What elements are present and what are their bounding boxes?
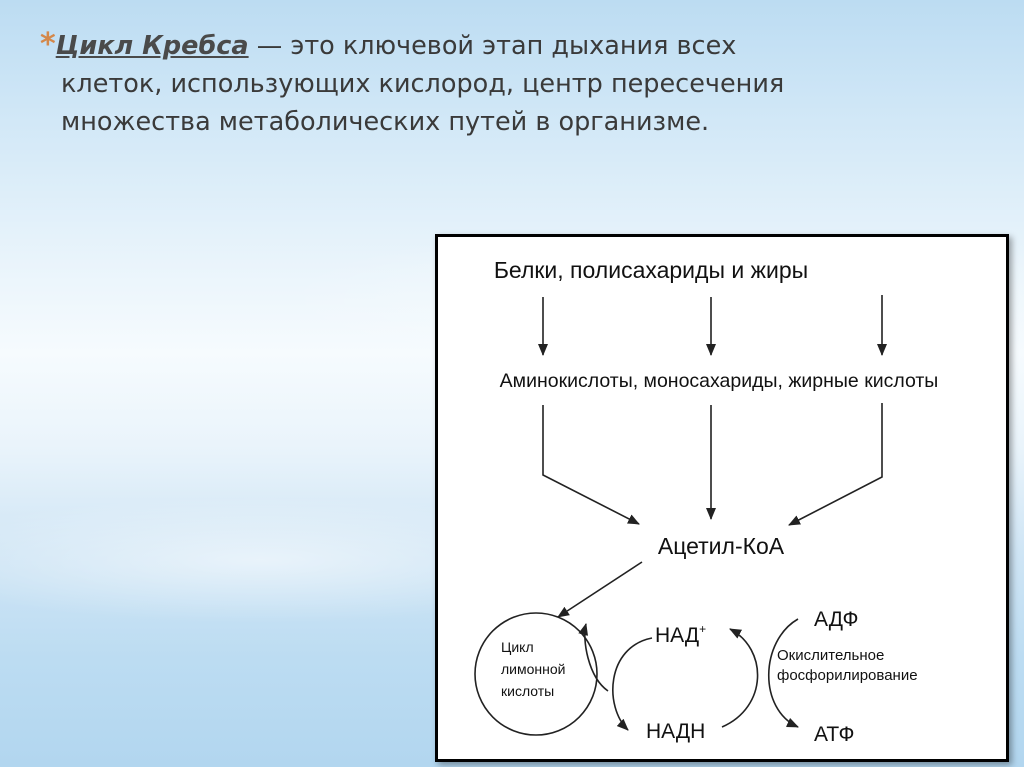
monomers-label: Аминокислоты, моносахариды, жирные кисло…	[500, 370, 939, 392]
metabolism-diagram: Белки, полисахариды и жиры Аминокислоты,…	[474, 257, 939, 746]
krebs-cycle-term: Цикл Кребса	[55, 31, 249, 61]
nadh-label: НАДН	[646, 720, 705, 743]
cycle-label-line-2: лимонной	[501, 661, 565, 677]
atp-label: АТФ	[814, 723, 854, 746]
definition-line-3: множества метаболических путей в организ…	[61, 107, 710, 137]
adp-label: АДФ	[814, 608, 858, 631]
intro-paragraph: *Цикл Кребса — это ключевой этап дыхания…	[40, 26, 860, 141]
arrow-acetyl-to-cycle	[557, 561, 643, 618]
nad-label: НАД+	[655, 622, 706, 647]
arrow-adp-to-atp	[768, 618, 799, 728]
definition-line-1: — это ключевой этап дыхания всех	[248, 31, 737, 61]
metabolism-diagram-frame: Белки, полисахариды и жиры Аминокислоты,…	[435, 234, 1009, 762]
arrow-fatty-acids-to-acetyl	[788, 403, 883, 526]
bullet-star-icon: *	[40, 27, 56, 62]
oxidative-phosphorylation-line-1: Окислительное	[777, 647, 884, 664]
cycle-label-line-3: кислоты	[501, 683, 554, 699]
acetyl-coa-label: Ацетил-КоА	[658, 533, 785, 559]
proteins-polysaccharides-fats-label: Белки, полисахариды и жиры	[494, 257, 808, 283]
citric-acid-cycle-circle	[474, 612, 598, 736]
cycle-label-line-1: Цикл	[501, 639, 534, 655]
oxidative-phosphorylation-line-2: фосфорилирование	[777, 667, 918, 684]
arrow-nadh-to-nad	[721, 628, 759, 728]
arrow-nad-into-cycle	[578, 623, 609, 692]
definition-line-2: клеток, использующих кислород, центр пер…	[61, 69, 785, 99]
arrow-amino-acids-to-acetyl	[542, 405, 640, 525]
arrow-cycle-to-nadh	[612, 637, 653, 731]
